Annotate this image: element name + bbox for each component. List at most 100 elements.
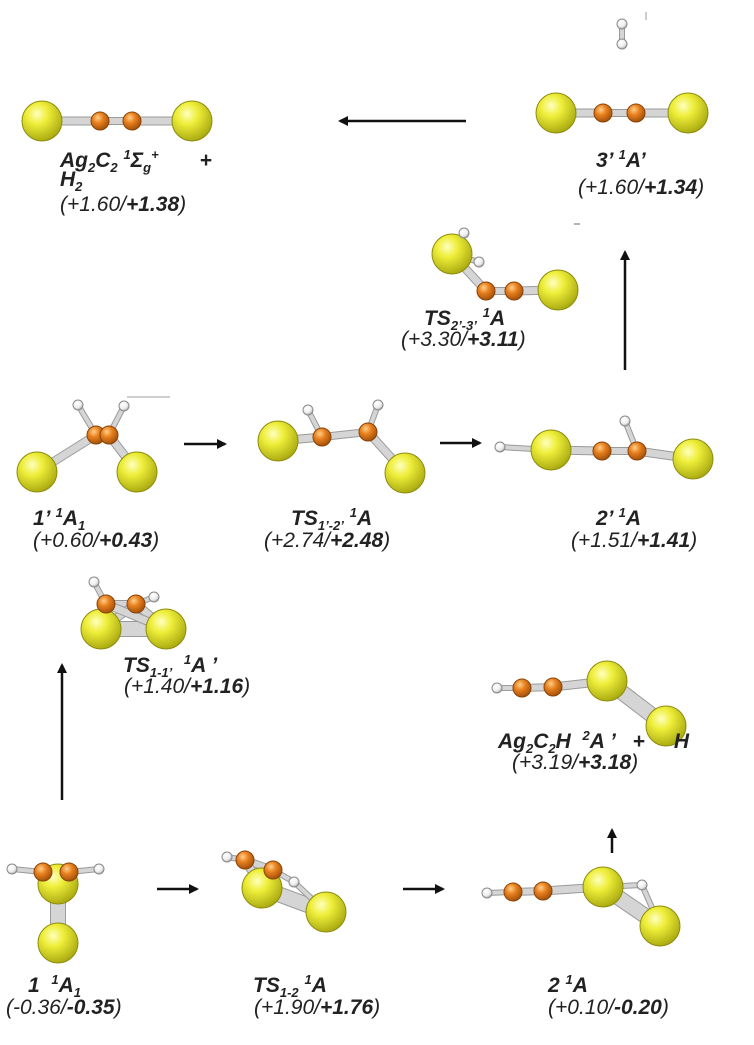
silver-atom: [145, 608, 187, 650]
species-name-ag2c2h: Ag2C2H 2A ’ + H: [498, 728, 690, 757]
silver-atom: [257, 420, 299, 462]
species-energy-ts12: (+1.90/+1.76): [254, 996, 381, 1019]
hydrogen-atom: [88, 576, 100, 588]
molecule-ts12: [221, 850, 347, 933]
hydrogen-atom: [491, 682, 503, 694]
carbon-atom: [512, 678, 532, 698]
carbon-atom: [99, 425, 119, 445]
species-name-s3p: 3’ 1A’: [596, 147, 646, 172]
silver-atom: [535, 92, 577, 134]
hydrogen-atom: [302, 404, 314, 416]
hydrogen-atom: [6, 863, 18, 875]
carbon-atom: [90, 111, 110, 131]
energy-value-2: +1.41: [636, 529, 691, 552]
silver-atom: [586, 660, 628, 702]
species-energy-s2p: (+1.51/+1.41): [571, 529, 698, 552]
molecule-s2p: [494, 415, 714, 480]
energy-value-2: +1.76: [319, 996, 374, 1019]
carbon-atom: [533, 881, 553, 901]
carbon-atom: [593, 103, 613, 123]
carbon-atom: [543, 677, 563, 697]
energy-value-2: +0.43: [98, 529, 153, 552]
carbon-atom: [235, 850, 255, 870]
molecule-ag2c2h: [491, 660, 687, 747]
hydrogen-atom: [473, 256, 485, 268]
species-energy-ts11p: (+1.40/+1.16): [124, 675, 251, 698]
molecule-ts11p: [80, 576, 187, 650]
carbon-atom: [358, 422, 378, 442]
silver-atom: [116, 451, 158, 493]
hydrogen-atom: [481, 887, 493, 899]
energy-value-1: +1.60: [67, 193, 121, 216]
energy-value-1: +3.19: [519, 751, 573, 774]
carbon-atom: [476, 281, 496, 301]
hydrogen-atom: [494, 441, 506, 453]
carbon-atom: [592, 441, 612, 461]
hydrogen-atom: [72, 399, 84, 411]
species-name-ts12: TS1-2 1A: [253, 972, 327, 1001]
silver-atom: [16, 451, 58, 493]
species-energy-s1: (-0.36/-0.35): [6, 996, 122, 1019]
hydrogen-atom: [118, 400, 130, 412]
species-energy-ag2c2: (+1.60/+1.38): [60, 193, 187, 216]
energy-value-1: +1.40: [131, 675, 185, 698]
carbon-atom: [627, 441, 647, 461]
carbon-atom: [503, 882, 523, 902]
carbon-atom: [33, 862, 53, 882]
silver-atom: [530, 429, 572, 471]
silver-atom: [537, 269, 579, 311]
carbon-atom: [122, 111, 142, 131]
energy-value-1: +0.10: [555, 996, 609, 1019]
molecule-ts23: [431, 227, 579, 311]
energy-value-1: +0.60: [40, 529, 94, 552]
silver-atom: [582, 866, 624, 908]
silver-atom: [37, 922, 79, 964]
silver-atom: [21, 100, 63, 142]
molecule-ts12p: [257, 399, 426, 494]
species-energy-s2: (+0.10/-0.20): [548, 996, 669, 1019]
carbon-atom: [504, 281, 524, 301]
energy-value-2: -0.35: [66, 996, 115, 1019]
species-name-s2p: 2’ 1A: [596, 505, 641, 530]
hydrogen-atom: [458, 227, 470, 239]
energy-value-1: +1.51: [578, 529, 632, 552]
species-energy-s1p: (+0.60/+0.43): [33, 529, 160, 552]
hydrogen-atom: [93, 863, 105, 875]
species-name-s1p: 1’ 1A1: [33, 505, 86, 534]
molecule-s1p: [16, 399, 158, 493]
molecule-s1: [6, 862, 105, 964]
energy-value-2: +1.34: [643, 176, 698, 199]
species-energy-s3p: (+1.60/+1.34): [578, 176, 705, 199]
energy-value-2: +2.48: [329, 529, 384, 552]
molecule-s3p: [535, 18, 709, 134]
species-name-s1: 1 1A1: [28, 972, 81, 1001]
energy-value-2: -0.20: [613, 996, 662, 1019]
molecules: [6, 12, 714, 964]
silver-atom: [305, 891, 347, 933]
silver-atom: [667, 92, 709, 134]
energy-value-1: +2.74: [271, 529, 325, 552]
species-name-ts23: TS2’-3’ 1A: [424, 305, 506, 334]
energy-value-2: +1.38: [125, 193, 180, 216]
silver-atom: [645, 705, 687, 747]
hydrogen-atom: [221, 851, 233, 863]
hydrogen-atom: [636, 879, 648, 891]
energy-value-1: +1.60: [585, 176, 639, 199]
species-name2-ag2c2: H2: [60, 168, 83, 195]
species-energy-ag2c2h: (+3.19/+3.18): [512, 751, 639, 774]
silver-atom: [80, 608, 122, 650]
species-name-ts11p: TS1-1’ 1A ’: [123, 652, 218, 681]
energy-value-1: +3.30: [408, 328, 462, 351]
molecule-ag2c2: [21, 100, 213, 142]
hydrogen-atom: [619, 415, 631, 427]
hydrogen-atom: [372, 399, 384, 411]
carbon-atom: [263, 860, 283, 880]
energy-value-2: +3.18: [577, 751, 632, 774]
carbon-atom: [626, 103, 646, 123]
species-energy-ts12p: (+2.74/+2.48): [264, 529, 391, 552]
energy-value-2: +1.16: [189, 675, 244, 698]
hydrogen-atom: [616, 18, 628, 30]
silver-atom: [384, 452, 426, 494]
hydrogen-atom: [148, 591, 160, 603]
